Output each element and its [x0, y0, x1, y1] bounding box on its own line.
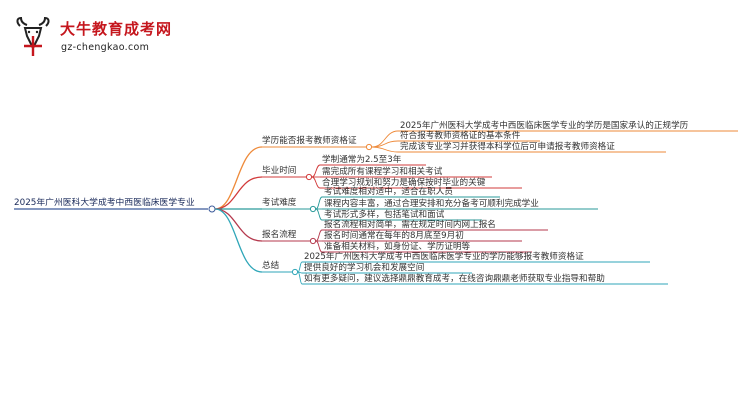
- branch-dot-0: [365, 143, 373, 151]
- leaf-curve-3-2: [315, 240, 323, 253]
- branch-dot-2: [309, 205, 317, 213]
- leaf-label-1-2: 合理学习规划和努力是确保按时毕业的关键: [322, 178, 486, 188]
- leaf-curve-1-2: [311, 176, 321, 189]
- branch-label-1: 毕业时间: [262, 166, 297, 176]
- branch-label-3: 报名流程: [262, 230, 297, 240]
- brand-name: 大牛教育成考网: [60, 20, 173, 38]
- leaf-label-3-2: 准备相关材料，如身份证、学历证明等: [324, 242, 471, 252]
- leaf-curve-3-0: [315, 229, 323, 242]
- branch-dot-1: [305, 173, 313, 181]
- branch-label-2: 考试难度: [262, 198, 297, 208]
- leaf-label-0-0: 2025年广州医科大学成考中西医临床医学专业的学历是国家承认的正规学历: [400, 121, 689, 131]
- branch-curve-3: [214, 208, 263, 242]
- leaf-label-1-0: 学制通常为2.5至3年: [322, 155, 402, 165]
- leaf-curve-0-0: [371, 130, 399, 148]
- bull-logo-icon: [16, 16, 50, 56]
- root-connector-dot: [208, 205, 216, 213]
- leaf-label-0-1: 符合报考教师资格证的基本条件: [400, 131, 521, 141]
- leaf-label-0-2: 完成该专业学习并获得本科学位后可申请报考教师资格证: [400, 142, 615, 152]
- branch-label-4: 总结: [262, 261, 280, 271]
- leaf-label-2-1: 课程内容丰富，通过合理安排和充分备考可顺利完成学业: [324, 199, 539, 209]
- leaf-label-2-0: 考试难度相对适中，适合在职人员: [324, 187, 453, 197]
- leaf-label-3-0: 报名流程相对简单，需在规定时间内网上报名: [324, 220, 496, 230]
- branch-label-0: 学历能否报考教师资格证: [262, 136, 357, 146]
- leaf-label-4-2: 如有更多疑问，建议选择鼎鼎教育成考，在线咨询鼎鼎老师获取专业指导和帮助: [304, 274, 605, 284]
- leaf-curve-2-2: [315, 208, 323, 221]
- leaf-label-4-1: 提供良好的学习机会和发展空间: [304, 263, 425, 273]
- branch-dot-3: [309, 237, 317, 245]
- leaf-label-1-1: 需完成所有课程学习和相关考试: [322, 167, 443, 177]
- leaf-label-4-0: 2025年广州医科大学成考中西医临床医学专业的学历能够报考教师资格证: [304, 252, 584, 262]
- leaf-curve-0-2: [371, 146, 399, 153]
- branch-curve-1: [214, 176, 263, 210]
- root-node-label: 2025年广州医科大学成考中西医临床医学专业: [14, 198, 195, 208]
- branch-dot-4: [291, 268, 299, 276]
- leaf-curve-4-2: [297, 271, 303, 285]
- brand-url: gz-chengkao.com: [61, 42, 150, 53]
- leaf-curve-2-0: [315, 196, 323, 210]
- site-logo[interactable]: 大牛教育成考网 gz-chengkao.com: [10, 12, 200, 60]
- leaf-label-3-1: 报名时间通常在每年的8月底至9月初: [324, 231, 464, 241]
- leaf-curve-1-0: [311, 164, 321, 178]
- leaf-label-2-2: 考试形式多样，包括笔试和面试: [324, 210, 445, 220]
- leaf-curve-4-0: [297, 261, 303, 273]
- branch-curve-0: [214, 146, 263, 210]
- branch-curve-4: [214, 208, 263, 273]
